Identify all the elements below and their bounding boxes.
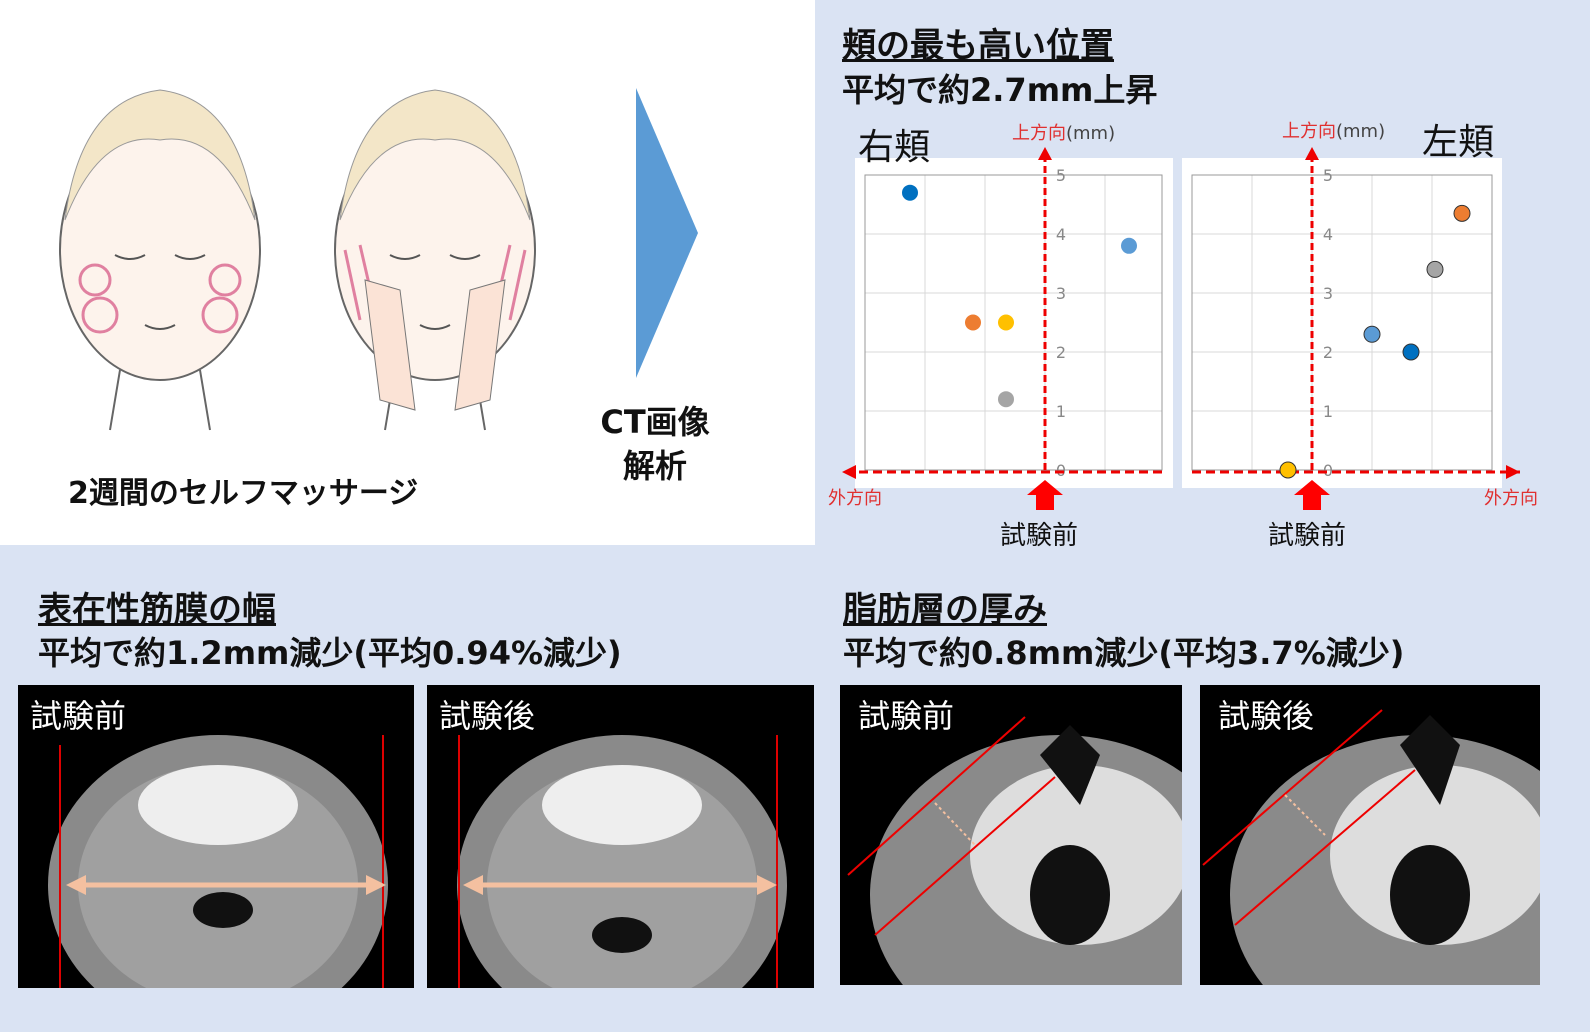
arrow-up-icon bbox=[1305, 147, 1319, 160]
arrow-up-icon bbox=[1038, 147, 1052, 160]
ct-analysis-label: CT画像 解析 bbox=[590, 400, 720, 488]
chart-bg-right bbox=[855, 158, 1173, 488]
data-point bbox=[1453, 204, 1471, 222]
y-tick-label: 5 bbox=[1056, 166, 1066, 185]
cheek-scatter-charts: 012345012345 bbox=[842, 147, 1520, 510]
ct-label: 試験前 bbox=[30, 697, 127, 735]
y-tick-label: 1 bbox=[1323, 402, 1333, 421]
fat-title: 脂肪層の厚み bbox=[843, 590, 1047, 630]
y-tick-label: 2 bbox=[1056, 343, 1066, 362]
data-point bbox=[1279, 461, 1297, 479]
fascia-title: 表在性筋膜の幅 bbox=[38, 590, 276, 630]
data-point bbox=[998, 314, 1014, 331]
ct-label-line2: 解析 bbox=[622, 447, 687, 485]
left-cheek-title: 左頬 bbox=[1422, 122, 1495, 163]
before-label-left: 試験前 bbox=[1268, 521, 1347, 551]
data-point bbox=[1121, 237, 1137, 254]
arrow-out-icon bbox=[1506, 465, 1520, 479]
ct-fascia-after: 試験後 bbox=[427, 685, 814, 988]
ct-label: 試験前 bbox=[858, 697, 955, 735]
data-point bbox=[902, 184, 918, 201]
fat-subtitle: 平均で約0.8mm減少(平均3.7%減少) bbox=[843, 634, 1405, 672]
out-label-left: 外方向 bbox=[1484, 488, 1538, 509]
massage-caption: 2週間のセルフマッサージ bbox=[68, 476, 419, 511]
up-label-right: 上方向(mm) bbox=[1012, 123, 1116, 144]
y-tick-label: 4 bbox=[1323, 225, 1333, 244]
plot-border bbox=[1191, 174, 1493, 471]
cheek-title: 頬の最も高い位置 bbox=[842, 26, 1114, 66]
data-point bbox=[998, 391, 1014, 408]
ct-label: 試験後 bbox=[439, 697, 536, 735]
baseline-arrow-icon bbox=[1027, 480, 1063, 510]
plot-border bbox=[864, 174, 1163, 471]
data-point bbox=[965, 314, 981, 331]
y-tick-label: 3 bbox=[1323, 284, 1333, 303]
ct-label: 試験後 bbox=[1218, 697, 1315, 735]
ct-fascia-before: 試験前 bbox=[18, 685, 414, 988]
ct-label-line1: CT画像 bbox=[600, 403, 710, 441]
y-tick-label: 5 bbox=[1323, 166, 1333, 185]
massage-panel: 2週間のセルフマッサージ CT画像 解析 bbox=[0, 0, 815, 545]
data-point bbox=[1402, 343, 1420, 361]
ct-fat-after: 試験後 bbox=[1200, 685, 1540, 985]
data-point bbox=[1426, 260, 1444, 278]
y-tick-label: 3 bbox=[1056, 284, 1066, 303]
ct-fat-before: 試験前 bbox=[840, 685, 1182, 985]
fascia-subtitle: 平均で約1.2mm減少(平均0.94%減少) bbox=[38, 634, 622, 672]
face-illustrations bbox=[59, 89, 536, 431]
cheek-subtitle: 平均で約2.7mm上昇 bbox=[842, 71, 1158, 109]
chart-bg-left bbox=[1182, 158, 1502, 488]
y-tick-label: 0 bbox=[1323, 461, 1333, 480]
arrow-right-icon bbox=[636, 88, 698, 378]
data-point bbox=[1363, 325, 1381, 343]
y-tick-label: 4 bbox=[1056, 225, 1066, 244]
baseline-arrow-icon bbox=[1294, 480, 1330, 510]
y-tick-label: 2 bbox=[1323, 343, 1333, 362]
y-tick-label: 1 bbox=[1056, 402, 1066, 421]
before-label-right: 試験前 bbox=[1000, 521, 1079, 551]
right-cheek-title: 右頬 bbox=[858, 127, 931, 168]
out-label-right: 外方向 bbox=[828, 488, 882, 509]
up-label-left: 上方向(mm) bbox=[1282, 121, 1386, 142]
arrow-out-icon bbox=[842, 465, 856, 479]
